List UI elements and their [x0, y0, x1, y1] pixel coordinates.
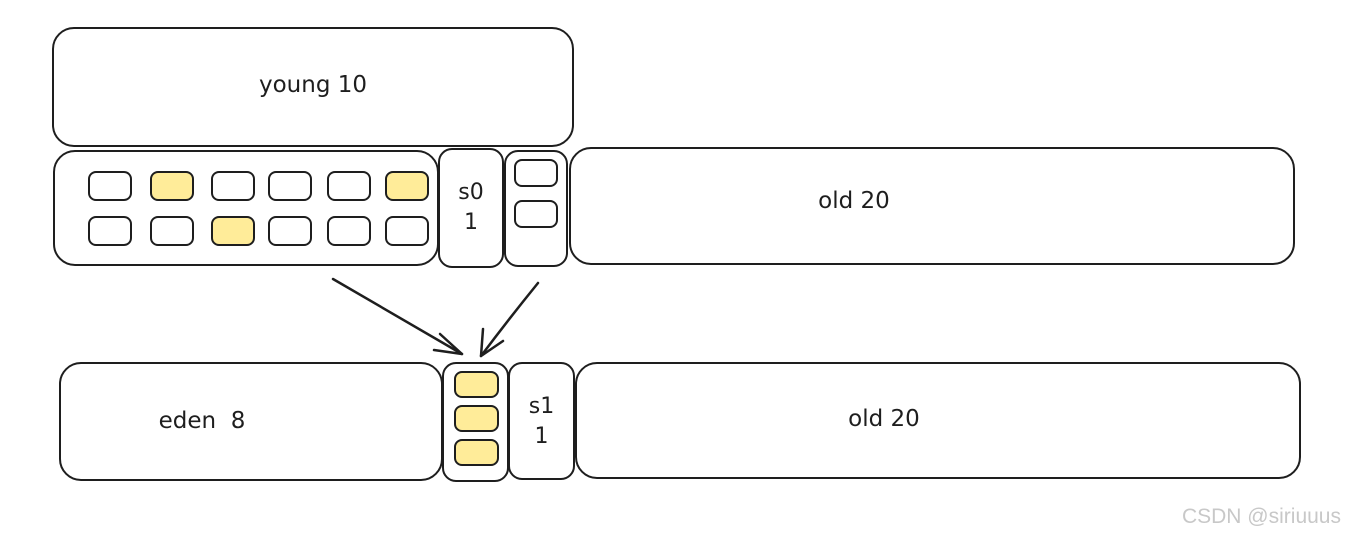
eden-after-label: eden 8 [158, 408, 246, 434]
eden-object-12 [385, 216, 429, 246]
s0-before-label: s0 1 [438, 178, 504, 238]
eden-before-box [53, 150, 439, 266]
eden-object-10 [268, 216, 312, 246]
eden-object-2 [150, 171, 194, 201]
survivor-object-1 [514, 159, 558, 187]
eden-object-3 [211, 171, 255, 201]
arrow-from-eden [331, 277, 464, 356]
s1-after-label: s1 1 [508, 392, 575, 452]
eden-object-5 [327, 171, 371, 201]
old-before-label: old 20 [818, 188, 890, 214]
eden-after-box [59, 362, 443, 481]
s1-name: s1 [528, 394, 555, 419]
s0-object-1 [454, 371, 499, 398]
s0-object-2 [454, 405, 499, 432]
s0-name: s0 [458, 180, 484, 205]
s1-after-box [508, 362, 575, 480]
arrow-from-eden-head [432, 332, 464, 356]
old-before-box [569, 147, 1295, 265]
s0-size: 1 [464, 210, 478, 235]
s0-object-3 [454, 439, 499, 466]
s0-before-box [438, 148, 504, 268]
eden-object-6 [385, 171, 429, 201]
s1-size: 1 [534, 424, 549, 449]
eden-object-11 [327, 216, 371, 246]
survivor-object-2 [514, 200, 558, 228]
eden-object-1 [88, 171, 132, 201]
young-generation-box [52, 27, 574, 147]
watermark: CSDN @siriuuus [1181, 505, 1341, 528]
eden-object-9 [211, 216, 255, 246]
old-after-box [575, 362, 1301, 479]
old-after-label: old 20 [848, 406, 920, 432]
arrow-from-survivor-head [479, 327, 505, 358]
eden-object-7 [88, 216, 132, 246]
young-generation-label: young 10 [258, 72, 367, 98]
arrow-from-survivor [479, 281, 540, 358]
eden-object-8 [150, 216, 194, 246]
eden-object-4 [268, 171, 312, 201]
